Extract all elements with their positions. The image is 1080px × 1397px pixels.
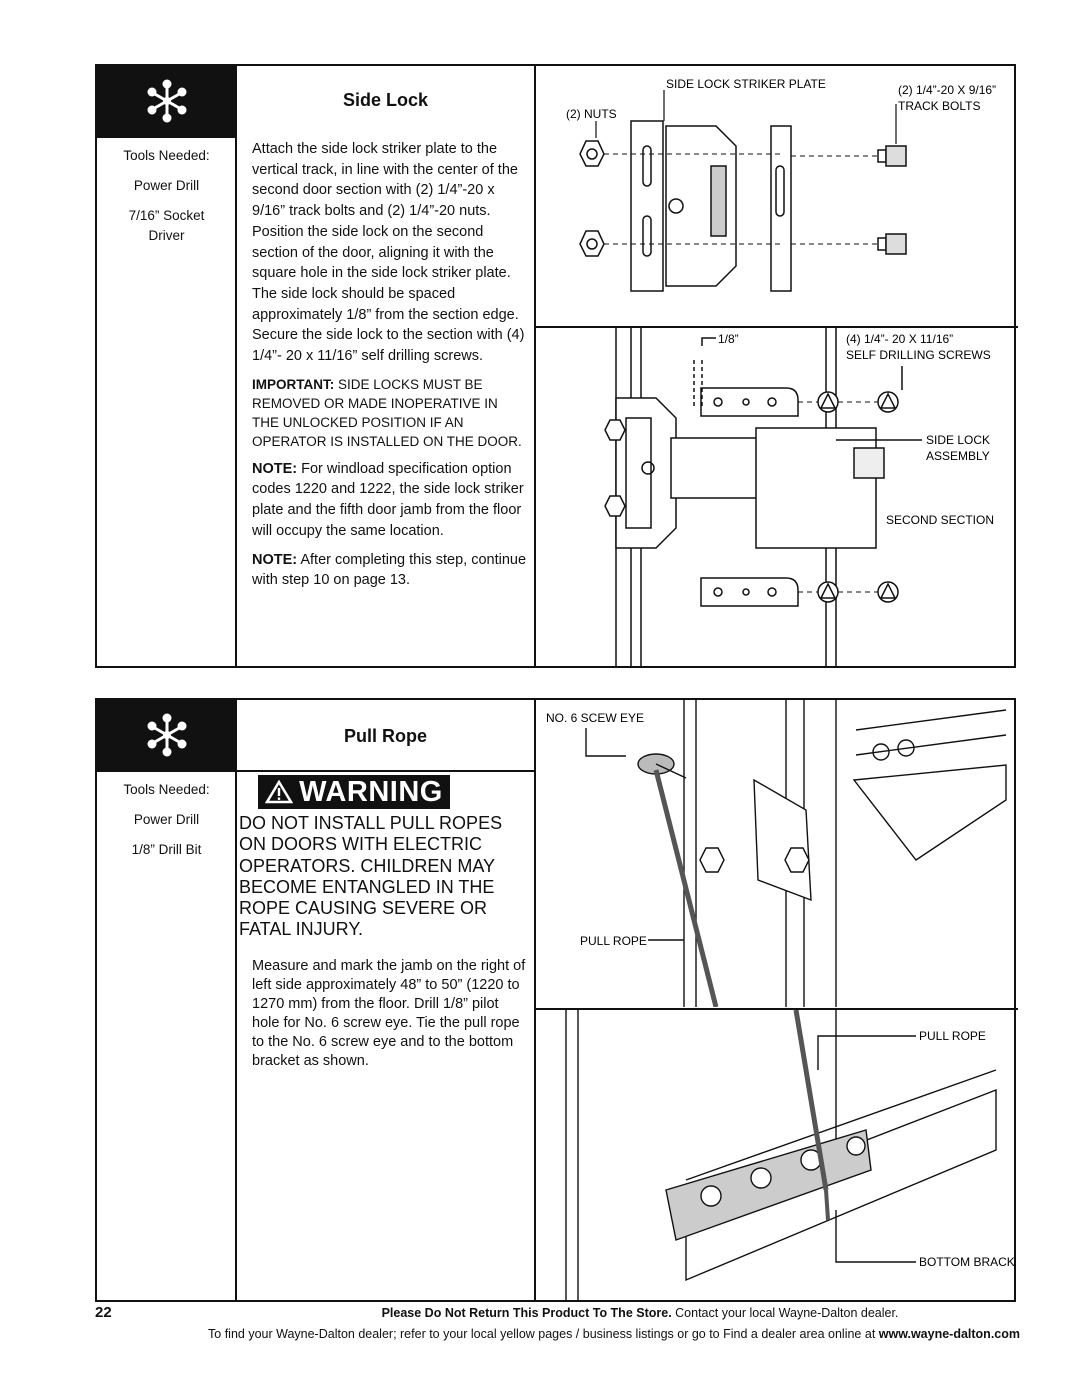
label-side-lock: SIDE LOCK <box>926 433 990 447</box>
pull-rope-section: Tools Needed: Power Drill 1/8” Drill Bit… <box>95 698 1018 1302</box>
divider <box>534 700 536 1300</box>
note-windload: NOTE: For windload specification option … <box>252 459 527 542</box>
label-gap: 1/8” <box>718 332 739 346</box>
hardware-kit-icon <box>147 713 186 757</box>
instructions: Attach the side lock striker plate to th… <box>252 139 527 599</box>
important-note: IMPORTANT: SIDE LOCKS MUST BE REMOVED OR… <box>252 375 527 451</box>
side-lock-section: Tools Needed: Power Drill 7/16” Socket D… <box>95 64 1018 668</box>
footer-return-notice: Please Do Not Return This Product To The… <box>240 1306 1040 1320</box>
note-label: NOTE: <box>252 551 298 568</box>
label-second-section: SECOND SECTION <box>886 513 994 527</box>
instruction-paragraph: Attach the side lock striker plate to th… <box>252 141 525 365</box>
tool-item: Power Drill <box>133 812 200 827</box>
bottom-bracket-diagram: PULL ROPE BOTTOM BRACKET <box>565 1010 1016 1302</box>
hardware-kit-icon <box>147 79 186 123</box>
tool-item: 1/8” Drill Bit <box>131 842 202 857</box>
side-lock-assembly-diagram: 1/8” (4) 1/4”- 20 X 11/16” SELF DRILLING… <box>604 328 994 668</box>
step-icon-box <box>97 700 236 770</box>
footer-dealer-info: To find your Wayne-Dalton dealer; refer … <box>60 1327 1020 1341</box>
warning-banner: WARNING <box>258 775 450 809</box>
section-title: Pull Rope <box>343 726 427 746</box>
note-label: NOTE: <box>252 460 298 477</box>
label-nuts: (2) NUTS <box>566 107 617 121</box>
tool-item: Power Drill <box>133 178 200 193</box>
divider <box>97 136 236 138</box>
warning-triangle-icon <box>265 780 294 804</box>
divider <box>235 66 237 666</box>
tools-needed: Tools Needed: Power Drill 1/8” Drill Bit <box>97 780 236 860</box>
note-continue: NOTE: After completing this step, contin… <box>252 550 527 591</box>
label-bottom-bracket: BOTTOM BRACKET <box>919 1255 1016 1269</box>
label-pull-rope-lower: PULL ROPE <box>919 1029 986 1043</box>
tool-item: Driver <box>148 228 185 243</box>
tools-heading: Tools Needed: <box>123 148 210 163</box>
tools-needed: Tools Needed: Power Drill 7/16” Socket D… <box>97 146 236 246</box>
striker-plate-diagram: SIDE LOCK STRIKER PLATE (2) NUTS (2) 1/4… <box>566 77 996 292</box>
divider <box>534 326 1018 328</box>
note-text: For windload specification option codes … <box>252 460 524 539</box>
label-screws: SELF DRILLING SCREWS <box>846 348 991 362</box>
label-track-bolts-size: (2) 1/4”-20 X 9/16” <box>898 83 996 97</box>
warning-text: DO NOT INSTALL PULL ROPES ON DOORS WITH … <box>239 813 503 940</box>
label-assembly: ASSEMBLY <box>926 449 990 463</box>
note-text: After completing this step, continue wit… <box>252 551 527 589</box>
footer-rest: Contact your local Wayne-Dalton dealer. <box>671 1306 899 1320</box>
label-track-bolts: TRACK BOLTS <box>898 99 980 113</box>
tool-item: 7/16” Socket <box>128 208 205 223</box>
warning-label: WARNING <box>299 775 443 808</box>
label-striker-plate: SIDE LOCK STRIKER PLATE <box>666 77 826 91</box>
step-icon-box <box>97 66 236 136</box>
website-link[interactable]: www.wayne-dalton.com <box>878 1327 1020 1341</box>
divider <box>534 1008 1018 1010</box>
label-screws-size: (4) 1/4”- 20 X 11/16” <box>846 332 953 346</box>
important-label: IMPORTANT: <box>252 376 335 392</box>
section-title: Side Lock <box>342 90 429 110</box>
important-text: SIDE LOCKS MUST BE REMOVED OR MADE INOPE… <box>252 376 522 449</box>
instructions: Measure and mark the jamb on the right o… <box>252 958 526 1069</box>
label-pull-rope-upper: PULL ROPE <box>580 934 647 948</box>
divider <box>534 66 536 666</box>
tools-heading: Tools Needed: <box>123 782 210 797</box>
footer-bold: Please Do Not Return This Product To The… <box>381 1306 672 1320</box>
screw-eye-diagram: NO. 6 SCEW EYE PULL ROPE <box>546 700 1007 1007</box>
divider <box>235 700 237 1300</box>
divider <box>97 770 534 772</box>
footer-dealer-text: To find your Wayne-Dalton dealer; refer … <box>208 1327 879 1341</box>
page-number: 22 <box>95 1304 112 1321</box>
label-screw-eye: NO. 6 SCEW EYE <box>546 711 644 725</box>
